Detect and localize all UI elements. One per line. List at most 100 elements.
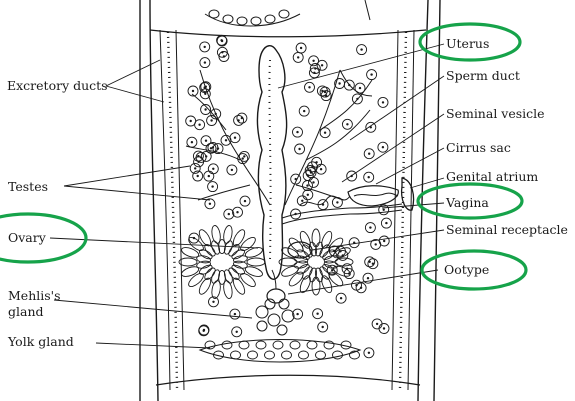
yolk-follicle [255,340,267,350]
testis-nucleus [299,46,303,50]
vagina-duct [281,203,403,225]
testis-nucleus [198,123,201,126]
testis-nucleus [233,136,237,139]
testis-nucleus [243,199,247,203]
yolk-follicle [221,340,233,350]
testis-nucleus [382,327,386,330]
testis-follicle [194,119,206,131]
ovary-lobule [314,267,324,283]
testis-nucleus [331,269,334,272]
ovary-lobule [240,237,256,251]
testis-follicle [364,222,376,234]
label-vagina: Vagina [445,195,489,210]
ovary-lobule [246,257,266,267]
testis-nucleus [346,123,349,126]
testis-nucleus [212,300,215,303]
label-seminal-receptacle: Seminal receptacle [446,222,568,237]
testis-nucleus [296,312,299,316]
testis-nucleus [313,71,316,75]
testis-nucleus [339,297,343,300]
testis-follicle [199,41,211,53]
testis-follicle [290,173,302,185]
testis-follicle [229,308,241,320]
genital-atrium-opening [400,177,415,211]
testis-follicle [317,321,329,333]
ovary-lobule [244,247,263,258]
testis-nucleus [339,250,342,253]
testis-follicle [312,308,324,320]
testis-follicle [304,81,315,93]
cirrus-sac-organ [347,185,399,207]
testis-nucleus [216,147,220,150]
testis-follicle [363,148,375,160]
testis-nucleus [204,108,207,111]
testis-follicle [218,51,230,62]
testis-follicle [239,195,251,207]
testis-follicle [362,272,374,284]
testis-nucleus [381,146,385,149]
testis-nucleus [298,147,301,151]
testis-nucleus [369,226,372,229]
highlight-uterus [418,22,522,62]
testis-follicle [380,217,392,229]
testis-follicle [292,308,304,320]
ovary-lobule [323,255,339,264]
label-genital-atrium: Genital atrium [446,169,538,184]
testis-follicle [356,44,368,56]
label-ootype: Ootype [444,262,489,277]
ovary-lobule [199,249,213,260]
testis-follicle [341,118,353,130]
ovary-lobule [188,273,204,287]
ovary-lobule [319,244,330,258]
testis-nucleus [360,48,363,51]
testis-nucleus [371,262,375,265]
testis-follicle [292,126,303,138]
testis-nucleus [358,86,362,90]
label-testes: Testes [8,179,48,194]
ovary-lobule [321,275,333,294]
testis-follicle [294,143,306,155]
label-yolk-gland: Yolk gland [7,334,74,349]
testis-follicle [308,176,319,188]
testis-nucleus [205,155,208,158]
testis-follicle [204,198,216,210]
yolk-follicle [315,350,326,360]
testis-nucleus [230,168,234,172]
testis-nucleus [204,92,207,96]
testis-follicle [210,108,222,120]
testis-follicle [377,96,389,108]
testis-nucleus [297,56,300,59]
label-mehlis-gland-line2: gland [8,304,44,319]
testes-follicles [185,34,392,359]
testis-follicle [292,51,304,63]
yolk-follicle [323,340,335,350]
ovary-lobule [240,273,256,287]
testis-follicle [203,170,215,182]
testis-nucleus [203,61,207,64]
testis-nucleus [208,202,212,205]
testis-follicle [231,326,243,338]
testis-nucleus [235,330,238,333]
testis-follicle [216,46,228,58]
testis-nucleus [312,59,315,62]
ovary-lobule [311,276,321,296]
ovary-lobule [232,229,246,247]
testis-nucleus [383,239,386,243]
testis-follicle [236,112,248,124]
testis-follicle [200,104,212,115]
sperm-duct-network [185,69,373,206]
label-excretory-ducts: Excretory ducts [7,78,108,93]
testis-nucleus [366,277,370,280]
yolk-follicle [298,350,309,360]
testis-nucleus [323,131,327,134]
label-uterus: Uterus [446,36,489,51]
testis-nucleus [243,155,246,158]
yolk-follicle [264,350,275,360]
testis-nucleus [316,312,319,315]
ootype-organ [266,269,286,304]
testis-nucleus [210,119,213,122]
testis-follicle [335,292,347,304]
testis-follicle [198,325,210,337]
yolk-follicle [340,340,352,350]
